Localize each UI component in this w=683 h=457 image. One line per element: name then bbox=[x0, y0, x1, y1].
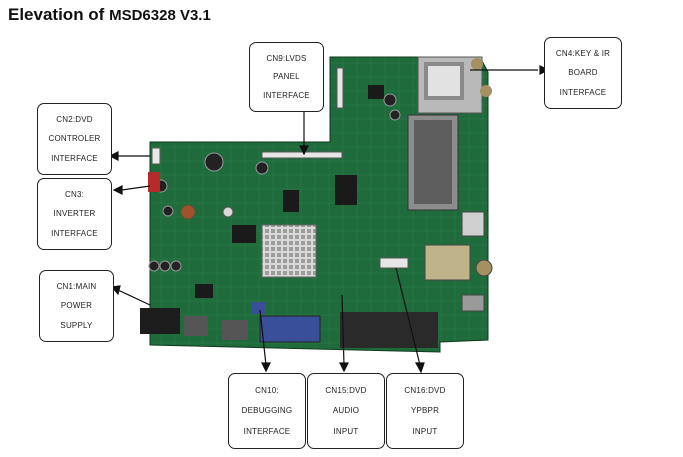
callout-line: SUPPLY bbox=[60, 320, 93, 330]
ic-chip bbox=[195, 284, 213, 298]
callout-line: CN2:DVD bbox=[56, 115, 93, 125]
heatsink bbox=[261, 224, 317, 278]
tuner-module bbox=[417, 56, 492, 114]
ic-chip bbox=[368, 85, 384, 99]
callout-cn4: CN4:KEY & IR BOARD INTERFACE bbox=[544, 37, 622, 109]
callout-line: CN4:KEY & IR bbox=[555, 49, 611, 59]
capacitor bbox=[159, 260, 171, 272]
rca-jack bbox=[475, 259, 493, 277]
capacitor bbox=[389, 109, 401, 121]
ic-chip bbox=[283, 190, 299, 212]
callout-cn2: CN2:DVD CONTROLER INTERFACE bbox=[37, 103, 112, 175]
dvd-connector bbox=[151, 147, 161, 165]
usb-port bbox=[461, 294, 485, 312]
leader-cn16 bbox=[395, 267, 421, 366]
rca-block bbox=[424, 244, 471, 281]
callout-line: AUDIO bbox=[332, 406, 360, 416]
callout-line: INTERFACE bbox=[51, 153, 98, 163]
leader-cn1 bbox=[117, 289, 151, 306]
hdmi-port bbox=[184, 316, 208, 336]
callout-line: INPUT bbox=[333, 427, 359, 437]
callout-cn16: CN16:DVD YPBPR INPUT bbox=[386, 373, 464, 449]
debug-header bbox=[252, 302, 266, 314]
callout-cn1: CN1:MAIN POWER SUPPLY bbox=[39, 270, 114, 342]
callout-line: YPBPR bbox=[410, 406, 440, 416]
ic-chip bbox=[335, 175, 357, 205]
callout-line: CN9:LVDS bbox=[266, 53, 307, 63]
title-model: MSD6328 V3.1 bbox=[109, 7, 211, 24]
title-prefix: Elevation of bbox=[8, 5, 110, 24]
callout-cn9: CN9:LVDS PANEL INTERFACE bbox=[249, 42, 324, 112]
inverter-connector bbox=[148, 172, 160, 192]
inductor bbox=[180, 204, 196, 220]
power-connector bbox=[140, 308, 180, 334]
callout-line: CONTROLER bbox=[48, 134, 101, 144]
callout-line: PANEL bbox=[273, 72, 300, 82]
lvds-connector-2 bbox=[336, 67, 344, 109]
callout-cn15: CN15:DVD AUDIO INPUT bbox=[307, 373, 385, 449]
callout-line: POWER bbox=[60, 301, 93, 311]
callout-line: CN3: bbox=[64, 190, 85, 200]
headphone-jack bbox=[461, 211, 485, 237]
ic-chip bbox=[232, 225, 256, 243]
callout-line: CN10: bbox=[255, 385, 279, 395]
leader-cn10 bbox=[259, 309, 267, 366]
callout-line: CN1:MAIN bbox=[56, 282, 97, 292]
callout-line: INTERFACE bbox=[263, 91, 310, 101]
hdmi-port-2 bbox=[222, 320, 248, 340]
callout-line: INPUT bbox=[412, 427, 438, 437]
callout-line: CN15:DVD bbox=[325, 385, 367, 395]
callout-cn3: CN3: INVERTER INTERFACE bbox=[37, 178, 112, 250]
callout-line: BOARD bbox=[568, 68, 598, 78]
callout-line: INVERTER bbox=[53, 209, 96, 219]
capacitor bbox=[204, 152, 224, 172]
capacitor bbox=[162, 205, 174, 217]
lvds-connector bbox=[261, 151, 343, 159]
callout-line: INTERFACE bbox=[51, 228, 98, 238]
capacitor bbox=[170, 260, 182, 272]
capacitor bbox=[383, 93, 397, 107]
ypbpr-connector bbox=[379, 257, 409, 269]
leader-cn15 bbox=[341, 294, 345, 366]
capacitor bbox=[255, 161, 269, 175]
callout-line: INTERFACE bbox=[243, 427, 291, 437]
callout-line: DEBUGGING bbox=[241, 406, 293, 416]
page-title: Elevation of MSD6328 V3.1 bbox=[8, 5, 211, 25]
scart-connector bbox=[340, 312, 438, 348]
capacitor bbox=[148, 260, 160, 272]
vga-port bbox=[259, 315, 321, 343]
pcb-board bbox=[149, 56, 489, 353]
callout-line: CN16:DVD bbox=[404, 385, 446, 395]
callout-line: INTERFACE bbox=[559, 87, 607, 97]
leader-cn3 bbox=[121, 185, 151, 191]
callout-cn10: CN10: DEBUGGING INTERFACE bbox=[228, 373, 306, 449]
capacitor bbox=[222, 206, 234, 218]
